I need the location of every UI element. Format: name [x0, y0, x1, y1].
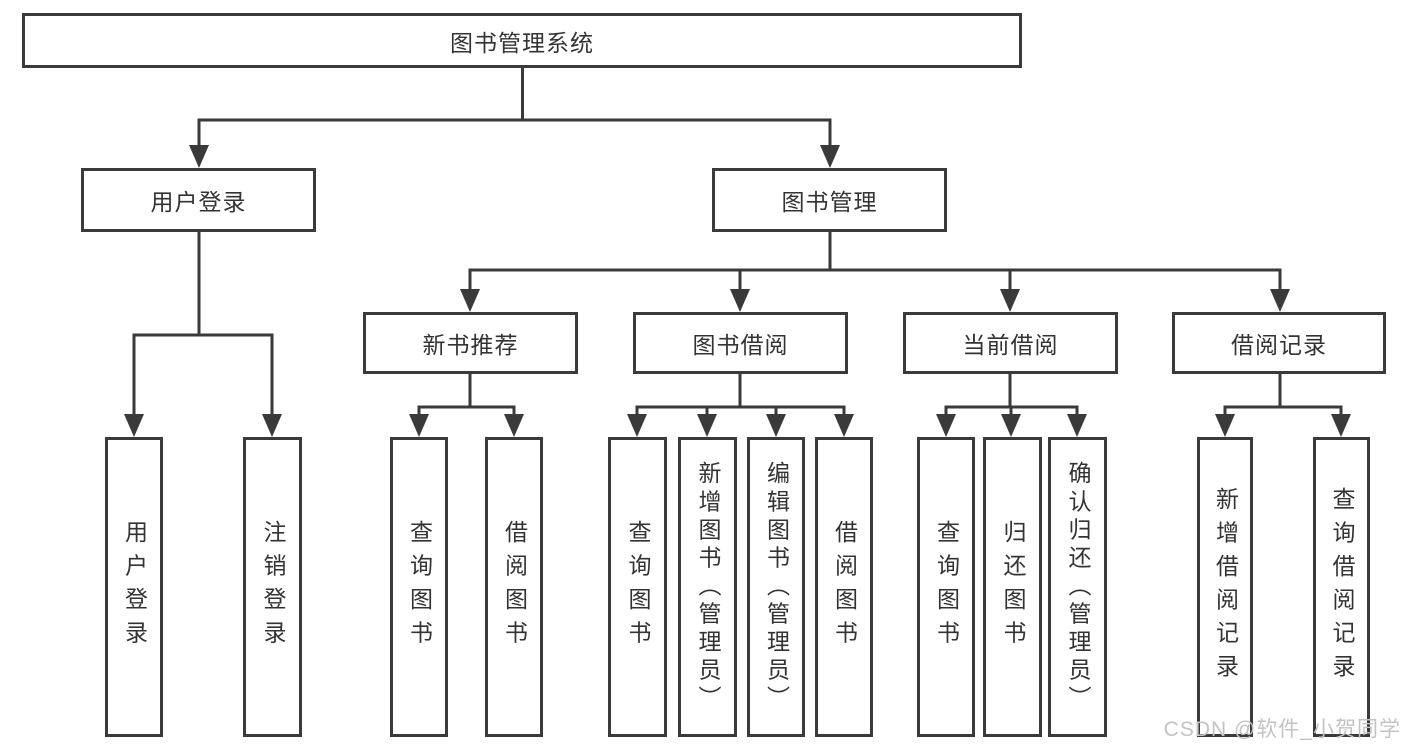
arrowhead-icon: [1000, 289, 1020, 312]
leaf-borrow-books-recommend-label: 借阅图书: [501, 520, 528, 654]
branch-user-login: 用户登录: [81, 168, 316, 232]
arrowhead-icon: [1331, 414, 1351, 437]
leaf-borrow-books-recommend: 借阅图书: [485, 437, 543, 737]
branch-book-borrow-label: 图书借阅: [692, 332, 789, 358]
arrowhead-icon: [766, 414, 786, 437]
edges-book-management-to-level3: [460, 232, 1290, 312]
branch-current-borrow-label: 当前借阅: [962, 332, 1059, 358]
leaf-query-books-recommend-label: 查询图书: [406, 520, 433, 654]
edges-book-borrow-to-leaves: [627, 374, 854, 437]
arrowhead-icon: [1270, 289, 1290, 312]
branch-user-login-label: 用户登录: [150, 189, 247, 215]
leaf-query-borrow-record: 查询借阅记录: [1313, 437, 1370, 737]
branch-borrow-record-label: 借阅记录: [1231, 332, 1327, 358]
edges-current-borrow-to-leaves: [936, 374, 1087, 437]
leaf-user-login-label: 用户登录: [121, 520, 148, 654]
branch-current-borrow: 当前借阅: [903, 312, 1118, 374]
leaf-query-books-current: 查询图书: [917, 437, 975, 737]
leaf-confirm-return-admin: 确认归还（管理员）: [1048, 437, 1107, 737]
arrowhead-icon: [1215, 414, 1235, 437]
branch-book-management: 图书管理: [712, 168, 947, 232]
arrowhead-icon: [697, 414, 717, 437]
leaf-add-borrow-record: 新增借阅记录: [1197, 437, 1253, 737]
arrowhead-icon: [936, 414, 956, 437]
arrowhead-icon: [460, 289, 480, 312]
leaf-return-books: 归还图书: [983, 437, 1042, 737]
branch-book-management-label: 图书管理: [781, 189, 878, 215]
leaf-edit-books-admin: 编辑图书（管理员）: [747, 437, 805, 737]
branch-new-book-recommend: 新书推荐: [363, 312, 578, 374]
node-root: 图书管理系统: [22, 13, 1022, 68]
arrowhead-icon: [124, 414, 144, 437]
edges-new-book-recommend-to-leaves: [409, 374, 524, 437]
branch-borrow-record: 借阅记录: [1172, 312, 1386, 374]
arrowhead-icon: [820, 145, 840, 168]
leaf-logout-login: 注销登录: [243, 437, 302, 737]
leaf-add-books-admin-label: 新增图书（管理员）: [695, 460, 721, 714]
leaf-return-books-label: 归还图书: [1000, 520, 1026, 654]
arrowhead-icon: [504, 414, 524, 437]
leaf-logout-login-label: 注销登录: [260, 520, 286, 654]
node-root-label: 图书管理系统: [450, 29, 594, 56]
leaf-edit-books-admin-label: 编辑图书（管理员）: [763, 460, 790, 714]
leaf-borrow-books-borrow-label: 借阅图书: [831, 520, 858, 654]
leaf-user-login: 用户登录: [105, 437, 163, 737]
arrowhead-icon: [409, 414, 429, 437]
leaf-confirm-return-admin-label: 确认归还（管理员）: [1065, 460, 1091, 714]
leaf-add-borrow-record-label: 新增借阅记录: [1212, 486, 1239, 688]
edges-borrow-record-to-leaves: [1215, 374, 1351, 437]
arrowhead-icon: [262, 414, 282, 437]
branch-book-borrow: 图书借阅: [633, 312, 848, 374]
leaf-add-books-admin: 新增图书（管理员）: [678, 437, 737, 737]
leaf-query-books-current-label: 查询图书: [933, 520, 960, 654]
leaf-query-books-borrow: 查询图书: [608, 437, 667, 737]
branch-new-book-recommend-label: 新书推荐: [422, 332, 519, 358]
leaf-borrow-books-borrow: 借阅图书: [815, 437, 873, 737]
arrowhead-icon: [1001, 414, 1021, 437]
leaf-query-borrow-record-label: 查询借阅记录: [1329, 486, 1355, 688]
edges-user-login-to-leaves: [124, 232, 282, 437]
leaf-query-books-recommend: 查询图书: [390, 437, 448, 737]
watermark-text: CSDN @软件_小贺同学: [1163, 718, 1401, 741]
arrowhead-icon: [834, 414, 854, 437]
arrowhead-icon: [189, 145, 209, 168]
arrowhead-icon: [1067, 414, 1087, 437]
arrowhead-icon: [730, 289, 750, 312]
arrowhead-icon: [627, 414, 647, 437]
leaf-query-books-borrow-label: 查询图书: [625, 520, 651, 654]
edges-root-to-level2: [189, 68, 840, 168]
